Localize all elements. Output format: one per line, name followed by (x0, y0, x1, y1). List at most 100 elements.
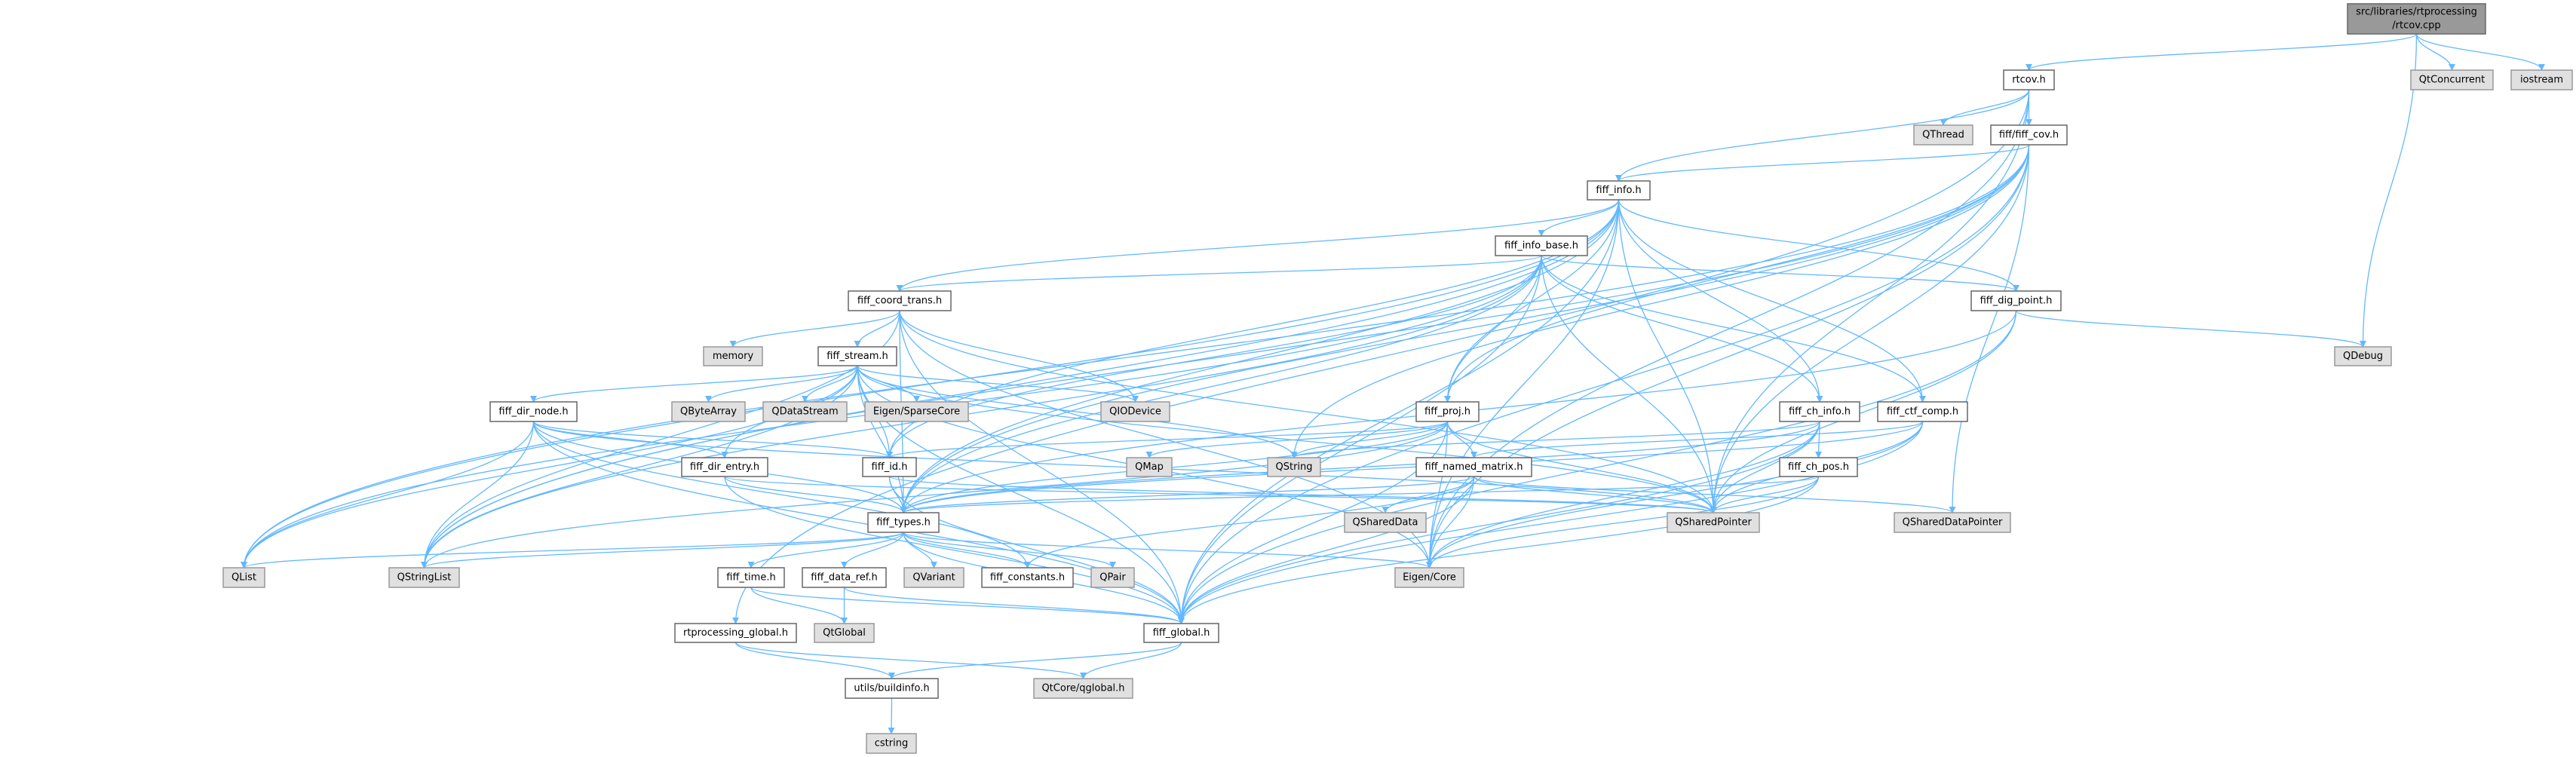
node-box (1779, 457, 1858, 477)
node-fiff_id[interactable]: fiff_id.h (862, 457, 917, 477)
node-QDebug: QDebug (2334, 346, 2392, 366)
edge-fiff_ch_info-to-EigenCore (1426, 421, 1820, 569)
node-fiff_ch_info[interactable]: fiff_ch_info.h (1779, 401, 1860, 422)
node-box (1913, 124, 1973, 146)
edge-fiff_coord_trans-to-QSharedPointer (899, 310, 1717, 513)
edge-fiff_stream-to-fiff_dir_node (530, 365, 858, 403)
edge-fiff_ch_pos-to-fiff_global (1178, 476, 1820, 624)
node-box (1033, 678, 1133, 699)
node-QMap: QMap (1126, 457, 1173, 477)
edge-fiff_info_base-to-fiff_dig_point (1541, 255, 2019, 292)
edge-fiff_proj-to-QMap (1145, 421, 1449, 458)
node-box (681, 457, 768, 477)
edge-fiff_cov-to-EigenCore (1426, 144, 2030, 569)
edge-fiff_dir_node-to-fiff_constants (532, 421, 1031, 569)
node-box (817, 346, 897, 366)
edge-fiff_cov-to-fiff_types (900, 144, 2030, 513)
edge-fiff_named_matrix-to-QSharedData (1382, 476, 1475, 513)
edge-fiff_types-to-QList (241, 532, 904, 569)
node-fiff_global[interactable]: fiff_global.h (1143, 623, 1219, 643)
edge-fiff_types-to-QStringList (421, 532, 904, 569)
edge-rtcov_h-to-EigenCore (1426, 89, 2030, 569)
node-box (717, 567, 785, 588)
edge-fiff_id-to-fiff_global (888, 476, 1185, 624)
node-label: fiff_dir_entry.h (690, 461, 759, 473)
node-QString: QString (1267, 457, 1321, 477)
edge-fiff_info-to-QSharedPointer (1618, 199, 1717, 513)
node-fiff_proj[interactable]: fiff_proj.h (1415, 401, 1480, 422)
edge-fiff_data_ref-to-fiff_global (843, 587, 1185, 624)
node-box (762, 401, 848, 422)
node-fiff_ctf_comp[interactable]: fiff_ctf_comp.h (1877, 401, 1968, 422)
edge-fiff_coord_trans-to-memory (729, 310, 900, 348)
node-QDataStream: QDataStream (762, 401, 848, 422)
node-fiff_types[interactable]: fiff_types.h (867, 512, 940, 533)
node-box (1587, 180, 1651, 201)
node-box (903, 567, 964, 588)
node-root[interactable]: src/libraries/rtprocessing/rtcov.cpp (2347, 3, 2486, 35)
node-QSharedData: QSharedData (1344, 512, 1427, 533)
edge-fiff_info-to-fiff_ctf_comp (1618, 199, 1926, 403)
node-fiff_coord_trans[interactable]: fiff_coord_trans.h (848, 290, 952, 311)
edge-fiff_info_base-to-QStringList (421, 255, 1542, 569)
node-rtcov_h[interactable]: rtcov.h (2003, 69, 2055, 90)
node-label: iostream (2520, 75, 2563, 86)
edge-rtprocessing_global-to-qglobal (734, 642, 1087, 679)
node-fiff_stream[interactable]: fiff_stream.h (817, 346, 897, 366)
node-QList: QList (222, 567, 265, 588)
node-rtprocessing_global[interactable]: rtprocessing_global.h (674, 623, 797, 643)
node-fiff_named_matrix[interactable]: fiff_named_matrix.h (1415, 457, 1532, 477)
node-fiff_cov[interactable]: fiff/fiff_cov.h (1990, 124, 2068, 146)
node-QVariant: QVariant (903, 567, 964, 588)
node-cstring: cstring (866, 733, 917, 754)
node-label: rtprocessing_global.h (683, 627, 788, 639)
node-fiff_dig_point[interactable]: fiff_dig_point.h (1970, 290, 2062, 311)
edge-fiff_named_matrix-to-EigenCore (1426, 476, 1475, 569)
node-label: /rtcov.cpp (2392, 20, 2440, 32)
node-fiff_info[interactable]: fiff_info.h (1587, 180, 1651, 201)
node-label: QVariant (912, 572, 955, 584)
edge-fiff_id-to-QSharedPointer (888, 476, 1717, 513)
node-buildinfo[interactable]: utils/buildinfo.h (845, 678, 939, 699)
node-box (864, 401, 969, 422)
node-label: fiff_stream.h (826, 351, 888, 362)
edge-fiff_cov-to-QSharedPointer (1710, 144, 2030, 513)
edges-layer (241, 33, 2545, 734)
node-label: cstring (875, 738, 908, 749)
edge-fiff_proj-to-QSharedPointer (1446, 421, 1717, 513)
edge-fiff_coord_trans-to-fiff_global (899, 310, 1185, 624)
node-fiff_time[interactable]: fiff_time.h (717, 567, 785, 588)
node-iostream: iostream (2510, 69, 2573, 90)
edge-fiff_info_base-to-fiff_ctf_comp (1541, 255, 1926, 403)
node-label: fiff_id.h (872, 461, 908, 473)
node-fiff_info_base[interactable]: fiff_info_base.h (1495, 235, 1588, 256)
edge-fiff_dir_entry-to-fiff_global (724, 476, 1185, 624)
edge-fiff_dig_point-to-fiff_global (1178, 310, 2017, 624)
edge-fiff_ctf_comp-to-EigenCore (1426, 421, 1924, 569)
node-fiff_ch_pos[interactable]: fiff_ch_pos.h (1779, 457, 1858, 477)
node-fiff_constants[interactable]: fiff_constants.h (981, 567, 1074, 588)
edge-fiff_types-to-fiff_constants (903, 532, 1031, 569)
edge-fiff_ch_pos-to-QSharedPointer (1710, 476, 1820, 513)
node-box (848, 290, 952, 311)
edge-root-to-rtcov_h (2026, 33, 2418, 71)
edge-fiff_stream-to-QSharedPointer (857, 365, 1717, 513)
node-box (489, 401, 578, 422)
edge-fiff_info-to-fiff_dig_point (1618, 199, 2019, 292)
node-box (1667, 512, 1760, 533)
node-label: fiff_ch_info.h (1789, 406, 1851, 418)
node-memory: memory (703, 346, 763, 366)
node-box (222, 567, 265, 588)
edge-fiff_global-to-buildinfo (888, 642, 1182, 679)
edge-fiff_types-to-QPair (903, 532, 1116, 569)
node-fiff_dir_entry[interactable]: fiff_dir_entry.h (681, 457, 768, 477)
node-box (1970, 290, 2062, 311)
node-label: fiff_dir_node.h (498, 406, 568, 418)
node-box (674, 623, 797, 643)
node-label: fiff_data_ref.h (811, 572, 878, 584)
node-fiff_data_ref[interactable]: fiff_data_ref.h (802, 567, 887, 588)
node-fiff_dir_node[interactable]: fiff_dir_node.h (489, 401, 578, 422)
node-label: QString (1275, 461, 1312, 473)
node-box (2347, 3, 2486, 35)
